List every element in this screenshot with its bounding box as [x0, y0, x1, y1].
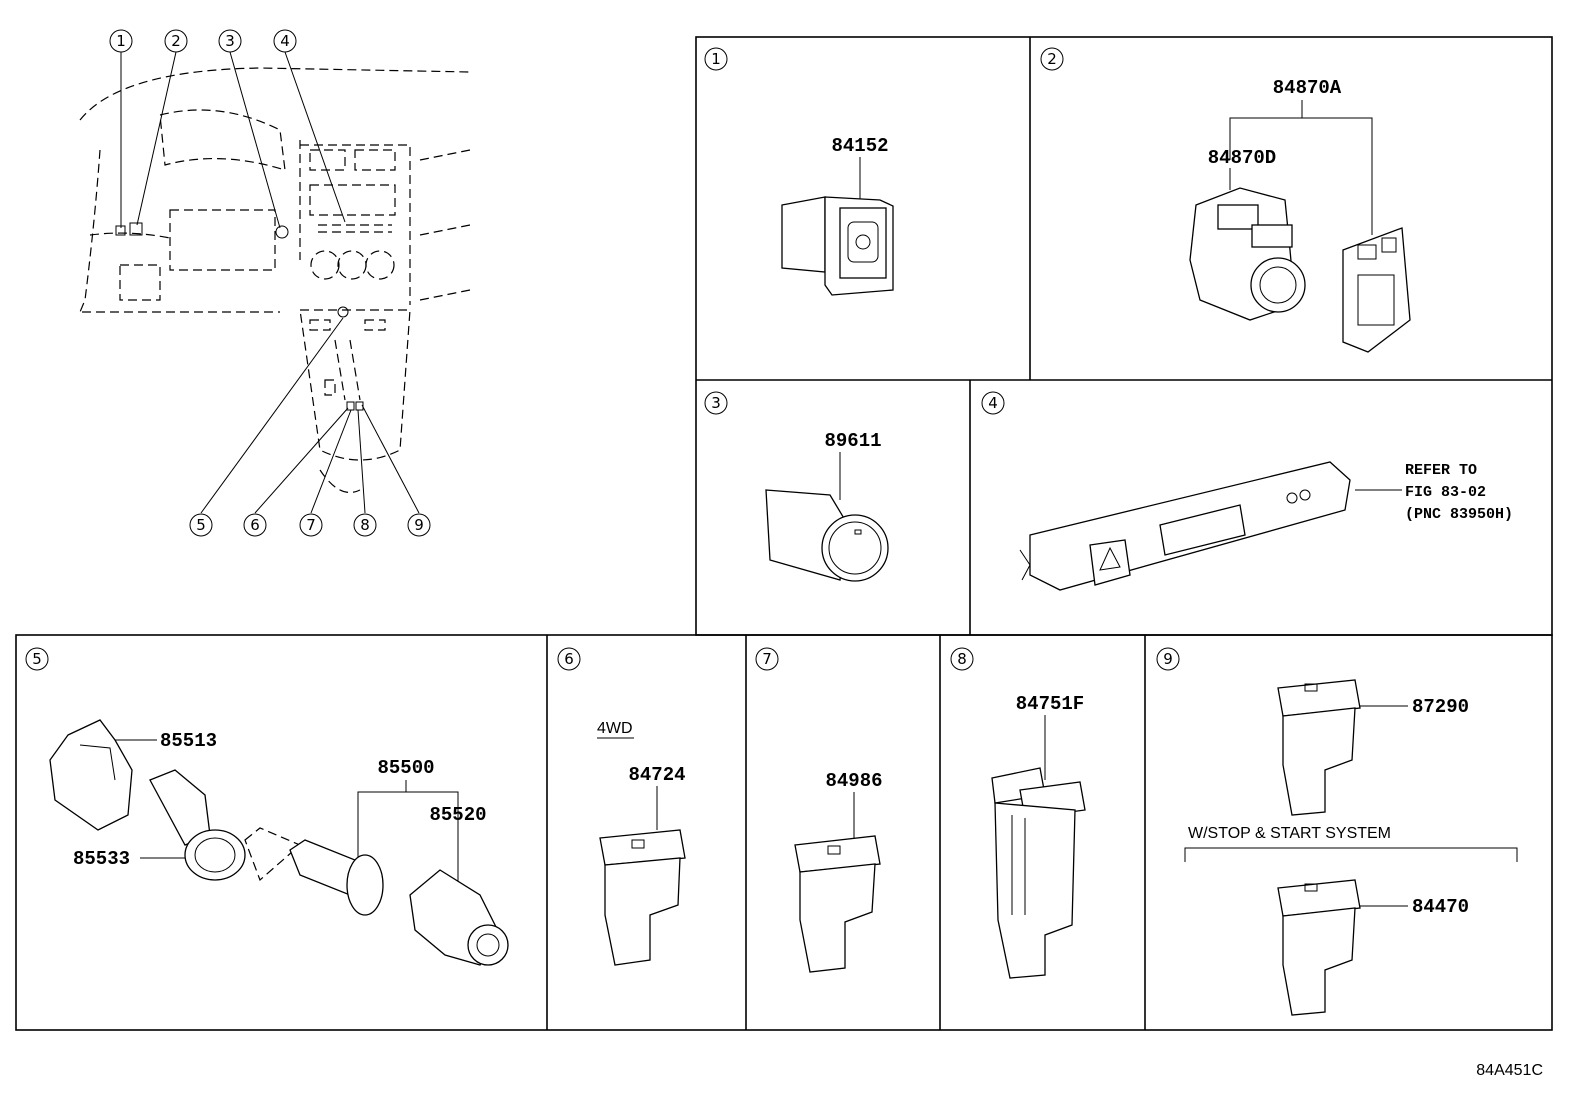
part-84152-switch	[781, 196, 894, 296]
part-84751F-switch	[991, 767, 1086, 979]
part-87290-label: 87290	[1412, 696, 1469, 718]
callout-4: 4	[280, 32, 290, 50]
panel-3-number: 3	[711, 394, 721, 412]
panel-6: 6 4WD 84724	[557, 647, 686, 966]
panel-4-number: 4	[988, 394, 998, 412]
part-84870A-label: 84870A	[1273, 77, 1342, 99]
part-89611-label: 89611	[824, 430, 881, 452]
figure-id: 84A451C	[1476, 1062, 1543, 1079]
part-85513-socket-cover	[49, 719, 133, 831]
panel-2-number: 2	[1047, 50, 1057, 68]
part-84724-label: 84724	[628, 764, 685, 786]
panel-frames	[15, 36, 1553, 1031]
panel-9-number: 9	[1163, 650, 1173, 668]
part-84870D-mirror-switch	[1189, 187, 1306, 321]
panel-7-number: 7	[762, 650, 772, 668]
part-84870D-label: 84870D	[1208, 147, 1276, 169]
caption-stop-start: W/STOP & START SYSTEM	[1188, 825, 1391, 842]
callout-1: 1	[116, 32, 126, 50]
panel-8: 8 84751F	[950, 647, 1086, 979]
panel-3: 3 89611	[704, 391, 889, 582]
callout-5: 5	[196, 516, 206, 534]
part-87290-switch	[1277, 679, 1361, 816]
panel-4: 4 REFER TO FIG 83-02 (PNC 83950H)	[981, 391, 1513, 591]
panel-7: 7 84986	[755, 647, 883, 973]
callout-3: 3	[225, 32, 235, 50]
callout-6: 6	[250, 516, 260, 534]
caption-4wd: 4WD	[597, 720, 633, 737]
panel-2: 2 84870A 84870D	[1040, 47, 1411, 353]
callout-7: 7	[306, 516, 316, 534]
part-84986-label: 84986	[825, 770, 882, 792]
panel-1: 1 84152	[704, 47, 894, 296]
part-84152-label: 84152	[831, 135, 888, 157]
panel-5-number: 5	[32, 650, 42, 668]
dashboard-overview	[79, 67, 471, 494]
panel-6-number: 6	[564, 650, 574, 668]
callout-2: 2	[171, 32, 181, 50]
part-84470-label: 84470	[1412, 896, 1469, 918]
part-89611-start-button	[765, 489, 889, 582]
part-84751F-label: 84751F	[1016, 693, 1084, 715]
part-84986-switch	[794, 835, 881, 973]
panel-1-number: 1	[711, 50, 721, 68]
overview-leaders	[120, 51, 420, 514]
hazard-switch-panel	[1019, 461, 1351, 591]
part-85533-socket-ring	[149, 769, 246, 881]
panel-8-number: 8	[957, 650, 967, 668]
part-84470-switch	[1277, 879, 1361, 1016]
part-85513-label: 85513	[160, 730, 217, 752]
overview-callouts: 1 2 3 4 5 6 7 8 9	[109, 29, 431, 537]
part-84870A-bezel	[1342, 227, 1411, 353]
part-85500-label: 85500	[377, 757, 434, 779]
refer-note-line-3: (PNC 83950H)	[1405, 506, 1513, 523]
part-85520-plug	[409, 869, 509, 966]
refer-note-line-2: FIG 83-02	[1405, 484, 1486, 501]
part-85500-socket	[289, 839, 384, 916]
panel-9: 9 87290 W/STOP & START SYSTEM 84470	[1156, 647, 1518, 1016]
refer-note-line-1: REFER TO	[1405, 462, 1477, 479]
part-84724-switch	[599, 829, 686, 966]
part-85533-label: 85533	[73, 848, 130, 870]
panel-5: 5 85513 85533 85500 85520	[25, 647, 509, 966]
part-85520-label: 85520	[429, 804, 486, 826]
callout-9: 9	[414, 516, 424, 534]
callout-8: 8	[360, 516, 370, 534]
